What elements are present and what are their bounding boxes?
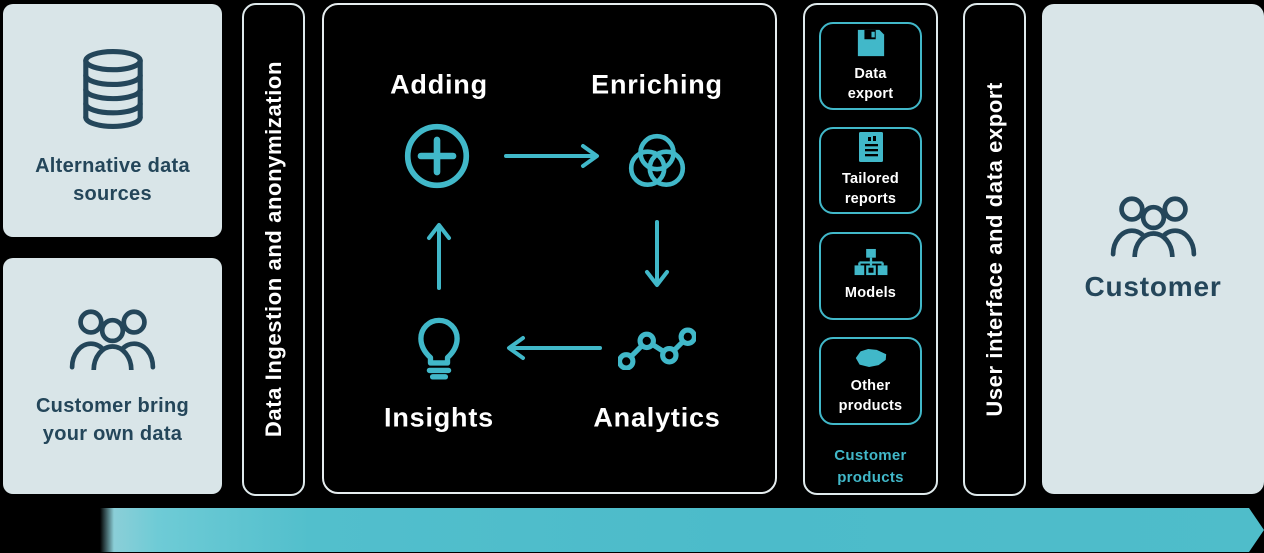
arrow-up-icon [427, 223, 451, 290]
arrow-down-icon [645, 220, 669, 287]
source-label: Customer bring your own data [35, 395, 190, 445]
customer-panel: Customer [1042, 4, 1264, 494]
product-label: Tailored reports [842, 171, 899, 207]
lightbulb-icon [418, 317, 460, 380]
ingestion-bar: Data Ingestion and anonymization [242, 3, 305, 496]
cycle-label-adding: Adding [390, 69, 488, 100]
customer-products-caption: Customer products [834, 447, 907, 486]
analytics-chart-icon [618, 327, 696, 370]
product-label: Other products [838, 377, 903, 414]
arrow-left-icon [507, 336, 602, 360]
database-icon [82, 48, 143, 129]
product-label: Data export [847, 65, 894, 102]
export-bar: User interface and data export [963, 3, 1026, 496]
customer-label: Customer [1084, 271, 1222, 302]
plus-circle-icon [404, 123, 470, 189]
source-label: Alternative data sources [35, 154, 190, 205]
cycle-label-insights: Insights [384, 402, 494, 433]
source-customer-data-card: Customer bring your own data [3, 258, 222, 494]
cycle-label-enriching: Enriching [591, 69, 723, 100]
export-bar-label: User interface and data export [981, 82, 1007, 417]
processing-cycle-panel: Adding Enriching [322, 3, 777, 494]
flow-direction-arrow [100, 508, 1264, 552]
cycle-label-analytics: Analytics [593, 402, 721, 433]
ingestion-bar-label: Data Ingestion and anonymization [260, 61, 286, 438]
source-alternative-data-card: Alternative data sources [3, 4, 222, 237]
product-other: Other products [819, 337, 922, 425]
save-icon [857, 29, 884, 57]
venn-circles-icon [628, 133, 686, 188]
models-hierarchy-icon [854, 249, 887, 276]
people-icon [69, 309, 156, 370]
blob-icon [855, 348, 886, 367]
report-icon [858, 132, 883, 163]
people-icon [1110, 196, 1196, 257]
product-label: Models [844, 285, 897, 302]
arrow-right-icon [504, 144, 599, 168]
customer-products-panel: Data export Tailored reports Models [803, 3, 938, 495]
product-data-export: Data export [819, 22, 922, 110]
product-tailored-reports: Tailored reports [819, 127, 922, 214]
product-models: Models [819, 232, 922, 320]
